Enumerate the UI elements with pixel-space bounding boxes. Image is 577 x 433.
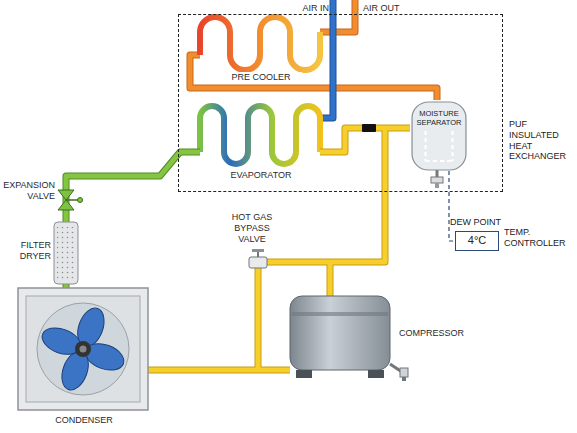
expansion-valve	[58, 200, 74, 210]
condenser-unit	[38, 304, 127, 393]
compressor-unit	[292, 312, 388, 316]
hot-air-pipe	[320, 0, 355, 32]
compressor-unit	[400, 368, 408, 377]
separator-label: MOISTURE SEPARATOR	[411, 109, 467, 127]
filter-dryer	[57, 227, 75, 279]
filter-dryer	[54, 222, 78, 284]
hot-air-pipe	[190, 55, 437, 100]
separator-vessel: MOISTURE SEPARATOR	[411, 101, 467, 171]
condenser-unit	[18, 288, 148, 410]
insulated-enclosure: MOISTURE SEPARATORPUF INSULATED HEAT EXC…	[178, 14, 503, 192]
bypass-valve	[252, 249, 264, 252]
compressor-label: COMPRESSOR	[398, 328, 472, 339]
controller-heading: DEW POINT	[450, 217, 501, 228]
compressor-unit	[290, 296, 390, 370]
evaporator-label: EVAPORATOR	[215, 170, 307, 181]
condenser-unit	[26, 296, 140, 402]
expansion-valve	[58, 190, 74, 200]
drain-valve	[431, 177, 443, 183]
condenser-unit	[80, 346, 87, 353]
condenser-label: CONDENSER	[28, 415, 140, 426]
drain-valve	[435, 183, 439, 188]
drain-valve	[431, 170, 443, 188]
air-outlet-label: AIR OUT	[362, 3, 424, 14]
filter-dryer-label: FILTER DRYER	[2, 240, 52, 262]
flow-arrows	[426, 131, 453, 161]
filter-dryer	[54, 222, 78, 284]
condenser-unit	[75, 341, 91, 357]
controller-label: TEMP. CONTROLLER	[504, 227, 574, 249]
compressor-unit	[368, 370, 384, 378]
separator-shape	[411, 101, 467, 171]
bypass-valve-label: HOT GAS BYPASS VALVE	[220, 212, 284, 244]
precooler-coil	[200, 17, 320, 70]
drain-valve	[436, 170, 439, 177]
dew-point-value: 4°C	[456, 234, 498, 247]
sensor-link	[449, 171, 455, 241]
precooler-coil	[200, 17, 320, 70]
air-inlet-label: AIR IN	[276, 3, 330, 14]
evaporator-coil	[200, 106, 320, 164]
bypass-valve	[249, 249, 267, 268]
bypass-valve	[249, 257, 267, 268]
controller-box: DEW POINT4°CTEMP. CONTROLLER	[455, 231, 499, 251]
compressor-unit	[402, 377, 406, 381]
liquid-line	[66, 152, 200, 290]
expansion-valve	[58, 190, 83, 210]
compressor-unit	[290, 296, 408, 381]
suction-pipe	[148, 128, 410, 370]
condenser-unit	[37, 303, 129, 395]
precooler-label: PRE COOLER	[220, 72, 302, 83]
temperature-sensor	[362, 124, 376, 132]
liquid-line	[66, 152, 200, 290]
bypass-valve	[257, 252, 259, 257]
hot-air-pipe	[190, 0, 437, 100]
suction-pipe	[148, 128, 410, 370]
separator-shape	[412, 102, 466, 170]
evaporator-coil	[200, 106, 320, 164]
hot-air-pipe	[320, 0, 355, 32]
hot-air-pipe	[190, 55, 437, 100]
expansion-valve	[78, 198, 83, 203]
expansion-valve-label: EXPANSION VALVE	[2, 180, 56, 202]
suction-pipe	[148, 128, 410, 370]
compressor-unit	[296, 370, 312, 378]
liquid-line	[66, 152, 200, 290]
expansion-valve	[66, 199, 78, 201]
condenser-unit	[18, 288, 148, 410]
enclosure-label: PUF INSULATED HEAT EXCHANGER	[509, 119, 571, 162]
